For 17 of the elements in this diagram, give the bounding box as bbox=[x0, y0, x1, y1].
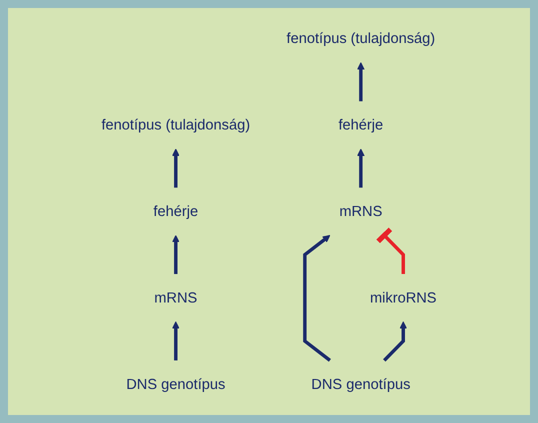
node-text: mRNS bbox=[154, 290, 198, 306]
node-text: fehérje bbox=[338, 116, 384, 134]
arrow bbox=[172, 321, 180, 360]
arrow bbox=[303, 235, 331, 362]
node-text: mRNS bbox=[339, 203, 382, 220]
arrow bbox=[172, 235, 180, 274]
node-text: DNS genotípus bbox=[311, 376, 410, 392]
node-text: mikroRNS bbox=[370, 290, 437, 306]
connector bbox=[376, 228, 405, 274]
arrow bbox=[172, 148, 180, 188]
node-text: fenotípus (tulajdonság) bbox=[101, 116, 250, 134]
node-text: fenotípus (tulajdonság) bbox=[286, 30, 436, 47]
node-text: DNS genotípus bbox=[126, 376, 226, 392]
arrow bbox=[383, 321, 408, 362]
arrow bbox=[357, 148, 365, 188]
node-text: fehérje bbox=[153, 203, 198, 220]
arrow bbox=[357, 62, 365, 102]
